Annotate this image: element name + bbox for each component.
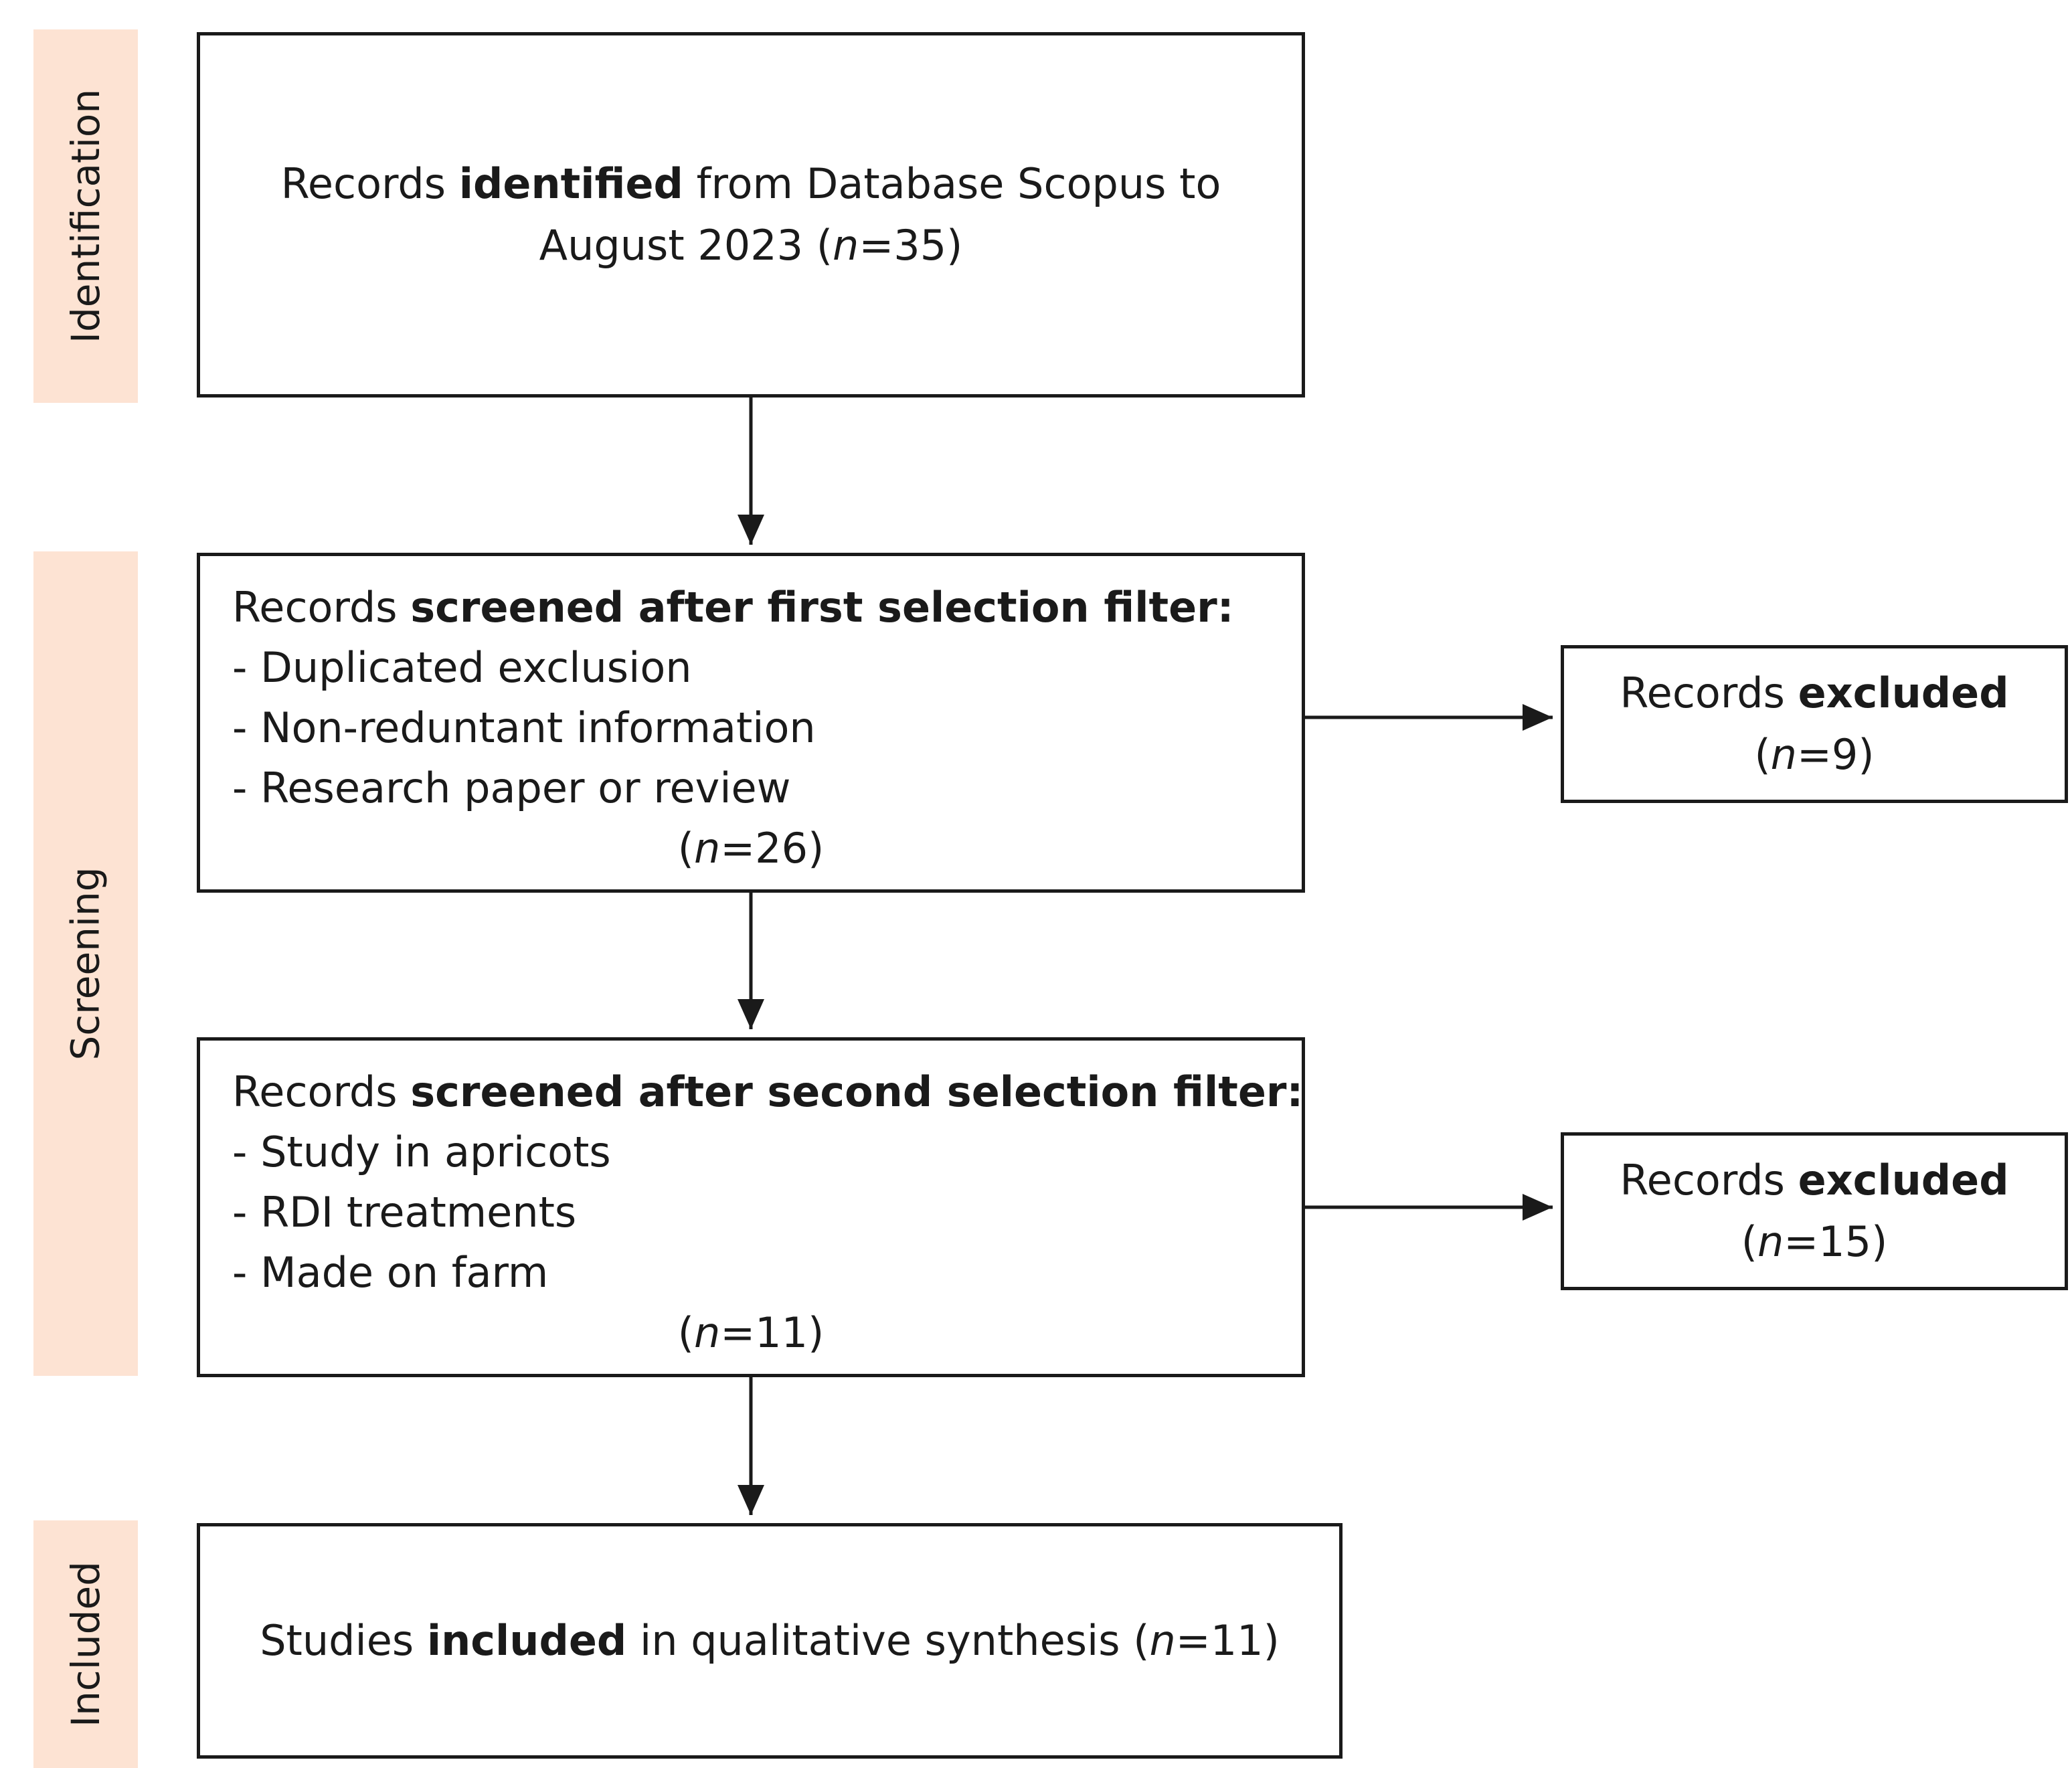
excluded-box-2: Records excluded (n=15) xyxy=(1561,1132,2068,1290)
excluded-1-count: (n=9) xyxy=(1754,730,1875,779)
excluded-box-1: Records excluded (n=9) xyxy=(1561,645,2068,803)
second-filter-box: Records screened after second selection … xyxy=(197,1037,1305,1377)
included-line: Studies included in qualitative synthesi… xyxy=(260,1616,1280,1665)
excluded-1-label: Records excluded xyxy=(1620,669,2009,717)
second-filter-item: - Made on farm xyxy=(232,1248,549,1297)
identified-line-1: Records identified from Database Scopus … xyxy=(280,159,1221,208)
excluded-2-count: (n=15) xyxy=(1741,1217,1888,1266)
first-filter-heading: Records screened after first selection f… xyxy=(232,583,1234,632)
phase-identification: Identification xyxy=(33,29,138,403)
phase-included: Included xyxy=(33,1520,138,1768)
second-filter-count: (n=11) xyxy=(677,1308,825,1357)
first-filter-count: (n=26) xyxy=(677,824,825,873)
second-filter-item: - RDI treatments xyxy=(232,1188,577,1237)
first-filter-item: - Research paper or review xyxy=(232,764,791,812)
phase-screening: Screening xyxy=(33,551,138,1376)
identified-line-2: August 2023 (n=35) xyxy=(539,221,963,270)
excluded-2-label: Records excluded xyxy=(1620,1156,2009,1205)
first-filter-box: Records screened after first selection f… xyxy=(197,553,1305,893)
identified-box: Records identified from Database Scopus … xyxy=(197,32,1305,397)
first-filter-item: - Non-reduntant information xyxy=(232,703,816,752)
first-filter-item: - Duplicated exclusion xyxy=(232,643,692,692)
included-box: Studies included in qualitative synthesi… xyxy=(197,1523,1343,1759)
second-filter-item: - Study in apricots xyxy=(232,1128,611,1176)
second-filter-heading: Records screened after second selection … xyxy=(232,1067,1304,1116)
